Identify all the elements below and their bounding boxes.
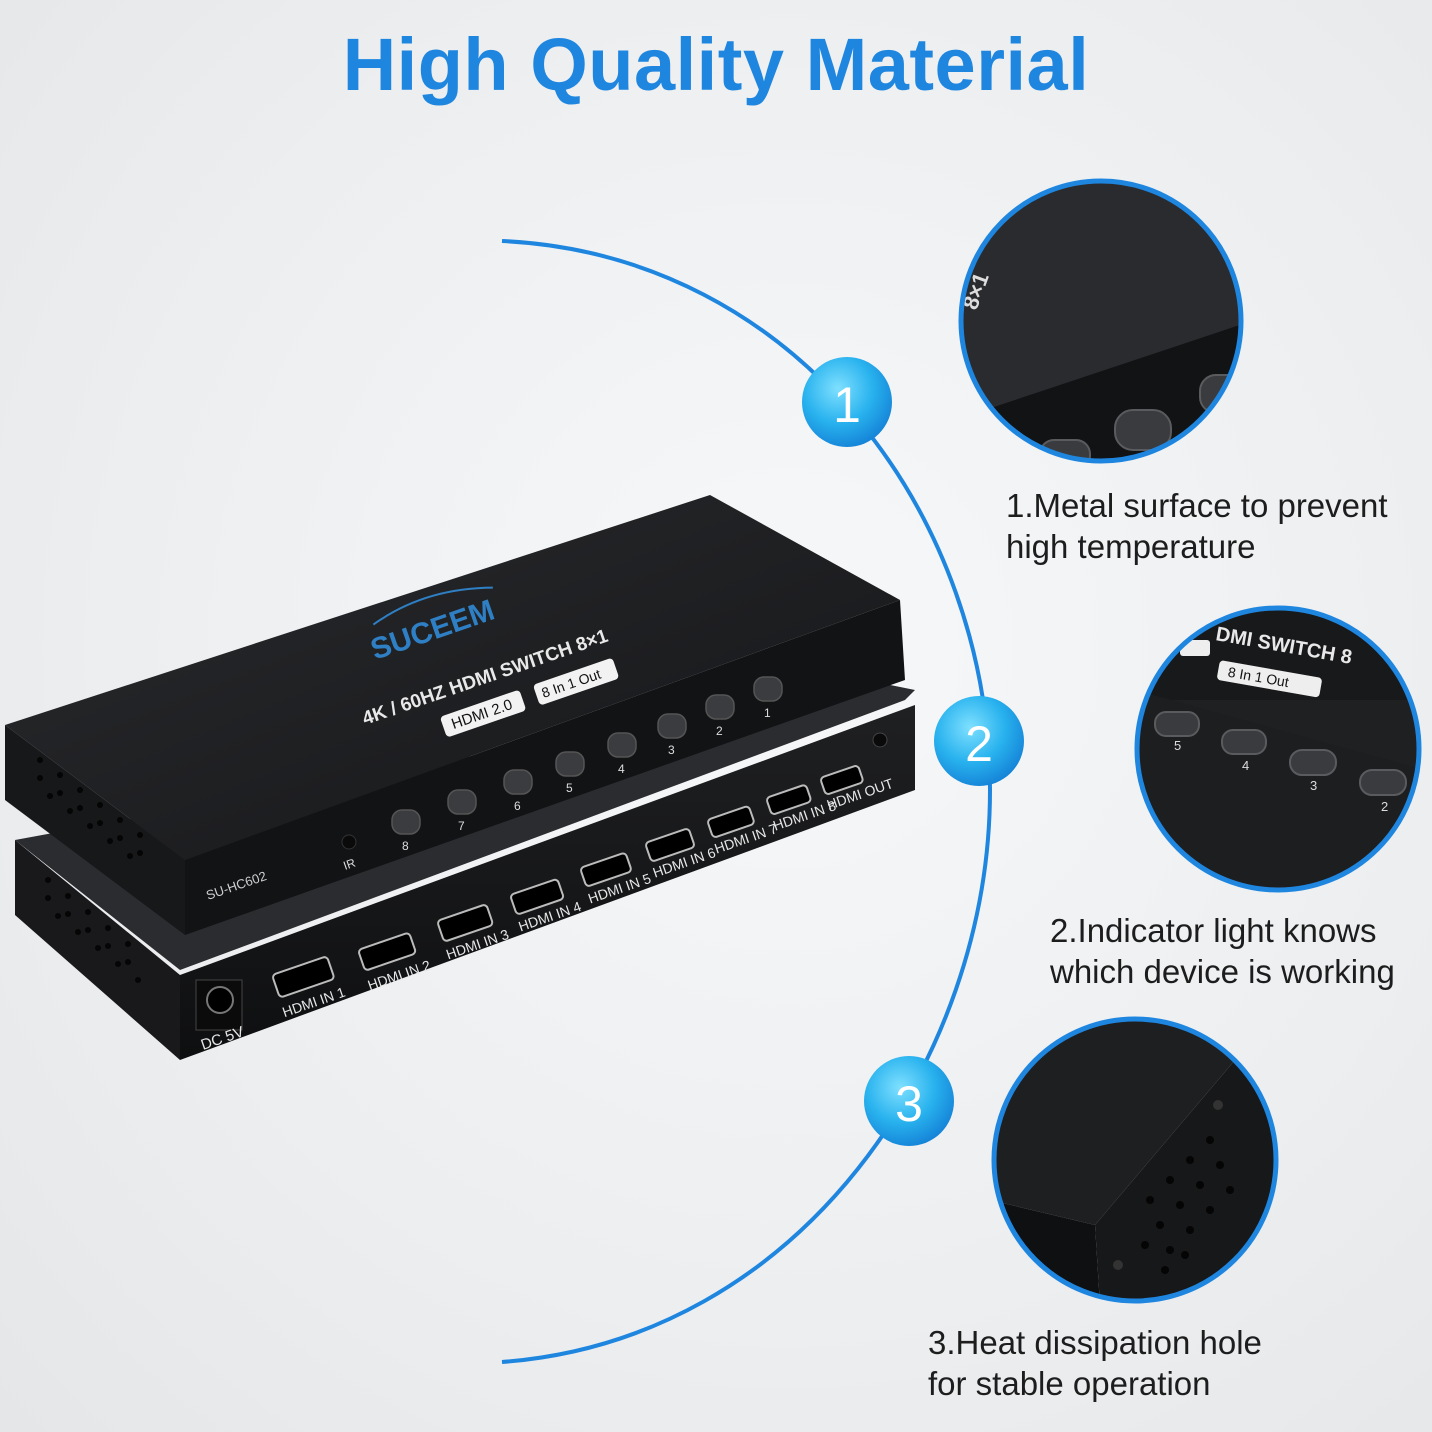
step-number: 3 — [895, 1076, 923, 1132]
zoom2-button-number: 4 — [1242, 758, 1249, 773]
button-number: 5 — [566, 781, 573, 795]
ir-label: IR — [341, 856, 357, 873]
step-badge-3: 3 — [864, 1056, 954, 1146]
caption-2-line-2: which device is working — [1050, 953, 1395, 990]
step-badge-1: 1 — [802, 357, 892, 447]
selector-buttons: 8 7 6 5 4 — [391, 676, 783, 853]
zoom2-button-number: 3 — [1310, 778, 1317, 793]
caption-2-line-1: 2.Indicator light knows — [1050, 912, 1377, 949]
button-number: 8 — [402, 839, 409, 853]
zoom-heat-dissipation — [991, 1016, 1279, 1304]
caption-3-line-2: for stable operation — [928, 1365, 1211, 1402]
zoom2-button-number: 2 — [1381, 799, 1388, 814]
page-title: High Quality Material — [342, 23, 1090, 106]
step-number: 1 — [833, 377, 861, 433]
zoom2-button-number: 5 — [1174, 738, 1181, 753]
button-number: 6 — [514, 799, 521, 813]
caption-1: 1.Metal surface to prevent high temperat… — [1006, 485, 1388, 567]
button-number: 4 — [618, 762, 625, 776]
caption-2: 2.Indicator light knows which device is … — [1050, 910, 1395, 992]
zoom-metal-surface: 8×1 — [958, 178, 1244, 464]
button-number: 7 — [458, 819, 465, 833]
hdmi-switch-device: SUCEEM 4K / 60HZ HDMI SWITCH 8×1 HDMI 2.… — [5, 495, 915, 1060]
button-number: 3 — [668, 743, 675, 757]
caption-1-line-1: 1.Metal surface to prevent — [1006, 487, 1388, 524]
connector-arc — [501, 239, 993, 1364]
caption-3: 3.Heat dissipation hole for stable opera… — [928, 1322, 1262, 1404]
caption-1-line-2: high temperature — [1006, 528, 1256, 565]
step-badge-2: 2 — [934, 696, 1024, 786]
button-number: 2 — [716, 724, 723, 738]
step-number: 2 — [965, 716, 993, 772]
button-number: 1 — [764, 706, 771, 720]
zoom-indicator-lights: DMI SWITCH 8 8 In 1 Out 5 4 3 2 — [1134, 605, 1422, 893]
caption-3-line-1: 3.Heat dissipation hole — [928, 1324, 1262, 1361]
